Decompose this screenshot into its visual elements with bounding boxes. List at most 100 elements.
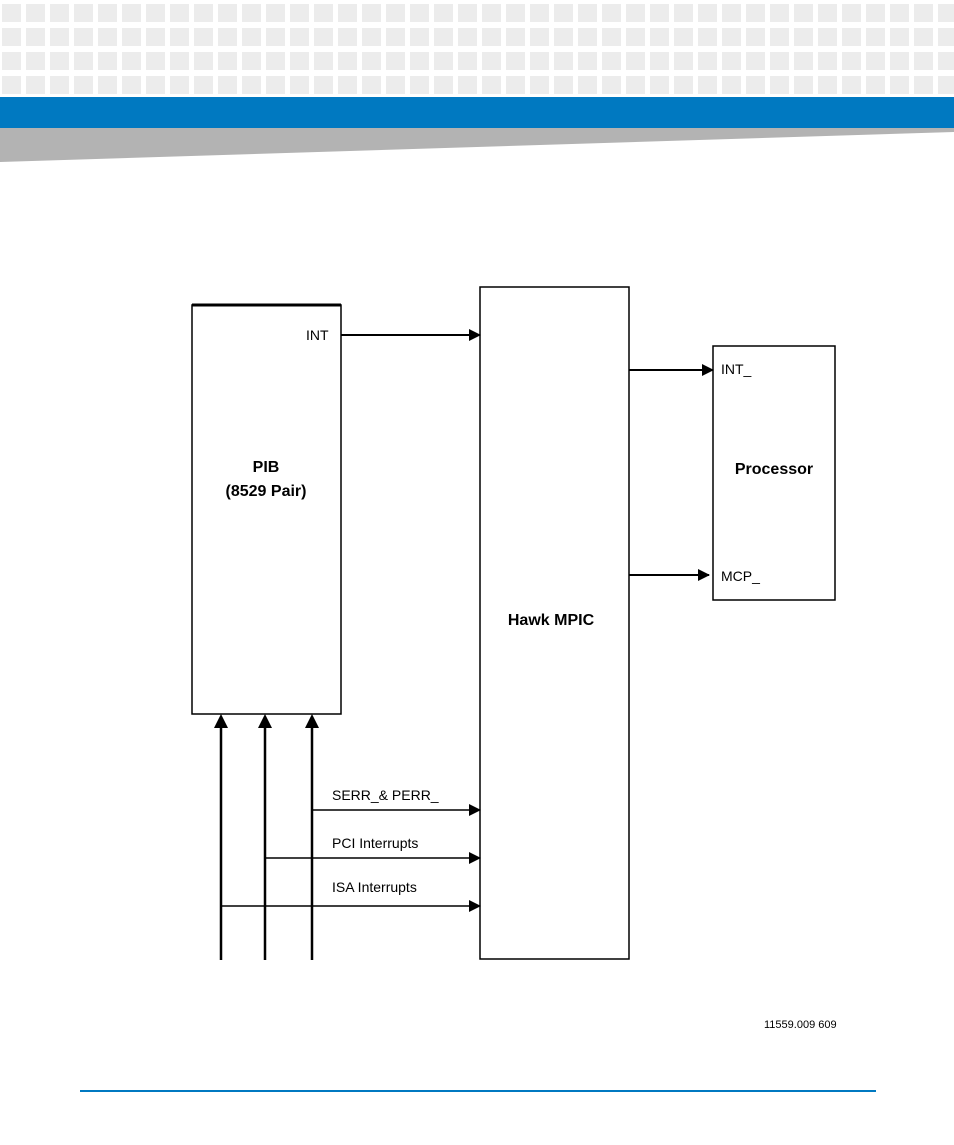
header-pattern-cell: [50, 76, 69, 94]
header-pattern-cell: [2, 52, 21, 70]
header-pattern-cell: [290, 28, 309, 46]
header-pattern-cell: [434, 76, 453, 94]
header-pattern-cell: [26, 52, 45, 70]
header-pattern-cell: [338, 76, 357, 94]
header-pattern-cell: [362, 28, 381, 46]
serr-perr-label: SERR_& PERR_: [332, 787, 439, 803]
header-pattern-cell: [722, 4, 741, 22]
header-pattern-cell: [506, 28, 525, 46]
header-pattern-cell: [314, 76, 333, 94]
header-pattern-cell: [266, 4, 285, 22]
header-pattern-cell: [410, 4, 429, 22]
header-pattern-cell: [698, 52, 717, 70]
header-pattern-cell: [530, 52, 549, 70]
header-pattern-cell: [722, 76, 741, 94]
mpic-block: Hawk MPIC: [479, 286, 630, 960]
mpic-title: Hawk MPIC: [508, 612, 595, 629]
header-pattern-cell: [914, 28, 933, 46]
header-pattern-cell: [602, 76, 621, 94]
header-pattern-cell: [26, 76, 45, 94]
header-pattern-cell: [386, 52, 405, 70]
header-pattern-cell: [146, 28, 165, 46]
header-pattern-cell: [578, 4, 597, 22]
header-pattern-cell: [818, 28, 837, 46]
header-pattern-cell: [338, 52, 357, 70]
header-pattern-cell: [722, 52, 741, 70]
header-pattern-cell: [194, 52, 213, 70]
header-pattern-cell: [530, 76, 549, 94]
header-pattern-cell: [170, 4, 189, 22]
header-pattern-cell: [554, 52, 573, 70]
header-pattern-cell: [74, 76, 93, 94]
header-pattern-cell: [794, 28, 813, 46]
header-pattern-cell: [170, 52, 189, 70]
header-pattern-cell: [746, 28, 765, 46]
header-pattern-cell: [938, 28, 954, 46]
header-pattern-cell: [290, 4, 309, 22]
header-pattern-cell: [626, 52, 645, 70]
header-pattern-cell: [434, 28, 453, 46]
pci-interrupts-label: PCI Interrupts: [332, 835, 418, 851]
header-pattern-cell: [482, 52, 501, 70]
header-pattern-cell: [650, 4, 669, 22]
footer-rule: [80, 1090, 876, 1092]
header-pattern-cell: [626, 28, 645, 46]
header-pattern-cell: [914, 76, 933, 94]
header-pattern-cell: [98, 4, 117, 22]
header-pattern-cell: [242, 4, 261, 22]
header-pattern-cell: [842, 76, 861, 94]
header-pattern-cell: [698, 28, 717, 46]
header-pattern-cell: [482, 28, 501, 46]
header-pattern-cell: [818, 52, 837, 70]
header-pattern-cell: [218, 28, 237, 46]
header-pattern-cell: [482, 76, 501, 94]
header-pattern-cell: [458, 28, 477, 46]
header-pattern-cell: [74, 52, 93, 70]
header-pattern-cell: [794, 52, 813, 70]
header-pattern-cell: [674, 52, 693, 70]
header-pattern-cell: [842, 4, 861, 22]
header-pattern-cell: [866, 4, 885, 22]
header-pattern-cell: [626, 4, 645, 22]
header-pattern-cell: [98, 28, 117, 46]
header-pattern-cell: [506, 52, 525, 70]
header-pattern-cell: [866, 52, 885, 70]
header-pattern-cell: [794, 76, 813, 94]
header-pattern-cell: [914, 52, 933, 70]
header-pattern-cell: [674, 28, 693, 46]
header-pattern-cell: [194, 4, 213, 22]
pib-int-label: INT: [306, 327, 329, 343]
header-pattern-cell: [338, 28, 357, 46]
header-pattern-cell: [842, 28, 861, 46]
header-pattern-cell: [866, 28, 885, 46]
header-pattern-cell: [242, 52, 261, 70]
header-pattern-cell: [602, 28, 621, 46]
header-pattern-cell: [386, 28, 405, 46]
header-pattern-cell: [386, 4, 405, 22]
header-pattern-cell: [290, 76, 309, 94]
header-pattern-cell: [674, 4, 693, 22]
header-pattern-cell: [146, 4, 165, 22]
header-pattern-cell: [314, 28, 333, 46]
header-pattern-cell: [98, 76, 117, 94]
header-pattern-cell: [362, 52, 381, 70]
header-pattern-cell: [890, 76, 909, 94]
header-pattern-cell: [362, 76, 381, 94]
header-pattern-cell: [74, 4, 93, 22]
header-pattern-cell: [650, 76, 669, 94]
header-pattern-cell: [2, 28, 21, 46]
header-pattern-cell: [530, 28, 549, 46]
header-pattern-cell: [938, 52, 954, 70]
header-pattern-cell: [458, 52, 477, 70]
processor-title: Processor: [735, 461, 813, 478]
header-pattern-cell: [746, 76, 765, 94]
processor-block: Processor INT_ MCP_: [712, 345, 836, 601]
header-pattern-cell: [218, 52, 237, 70]
header-pattern-cell: [890, 52, 909, 70]
header-pattern-cell: [2, 76, 21, 94]
header-pattern-cell: [410, 52, 429, 70]
header-pattern-cell: [410, 76, 429, 94]
header-pattern-cell: [122, 28, 141, 46]
header-pattern-cell: [26, 28, 45, 46]
header-pattern-cell: [434, 52, 453, 70]
